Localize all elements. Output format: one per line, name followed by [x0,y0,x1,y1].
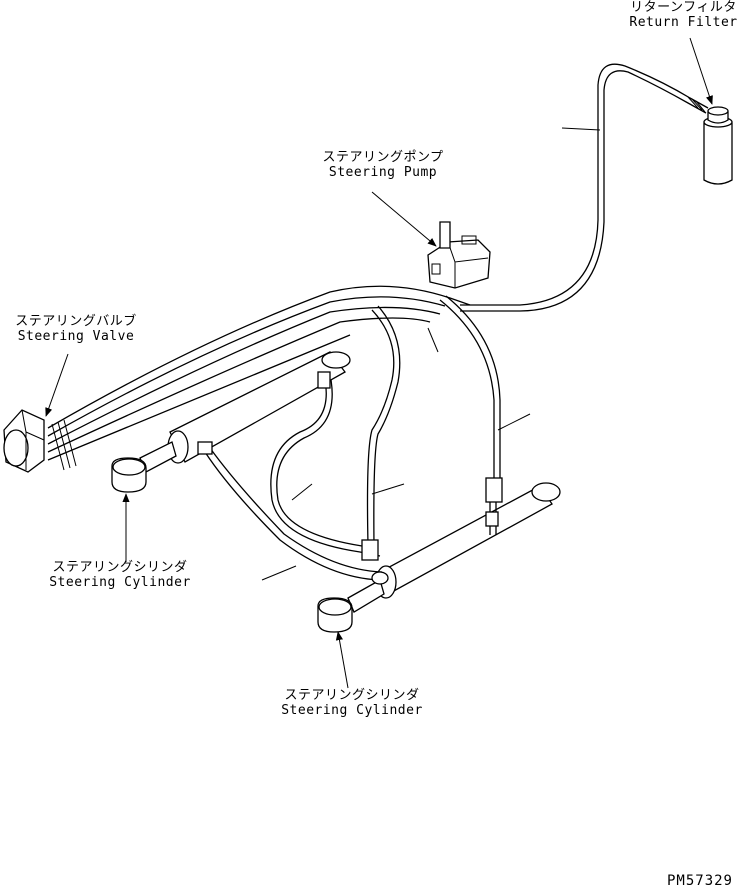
steering-valve [3,409,45,473]
return-hose [460,63,709,312]
steering-pump-label-jp: ステアリングポンプ [322,150,444,165]
cylinder-hoses [197,295,503,585]
valve-hose-bundle [47,285,471,471]
return-filter-label-jp: リターンフィルタ [630,0,737,15]
reference-code: PM57329 [666,873,733,889]
return-filter-label: リターンフィルタ Return Filter [626,0,741,30]
steering-cylinder-right-label-jp: ステアリングシリンダ [284,688,420,703]
steering-valve-label-jp: ステアリングバルブ [15,314,137,329]
steering-pump-label-en: Steering Pump [328,165,438,180]
return-filter [703,106,733,185]
steering-cylinder-right-label-en: Steering Cylinder [281,703,423,718]
leader-lines [45,37,713,689]
steering-cylinder-right [317,482,561,633]
return-filter-label-en: Return Filter [629,15,738,30]
steering-cylinder-left-label-jp: ステアリングシリンダ [52,560,188,575]
steering-cylinder-right-label: ステアリングシリンダ Steering Cylinder [272,688,432,718]
steering-pump-label: ステアリングポンプ Steering Pump [318,150,448,180]
steering-cylinder-left-label: ステアリングシリンダ Steering Cylinder [40,560,200,590]
steering-valve-label: ステアリングバルブ Steering Valve [6,314,146,344]
steering-pump [427,221,491,289]
steering-valve-label-en: Steering Valve [17,329,135,344]
steering-cylinder-left-label-en: Steering Cylinder [49,575,191,590]
steering-cylinder-left [111,351,351,493]
